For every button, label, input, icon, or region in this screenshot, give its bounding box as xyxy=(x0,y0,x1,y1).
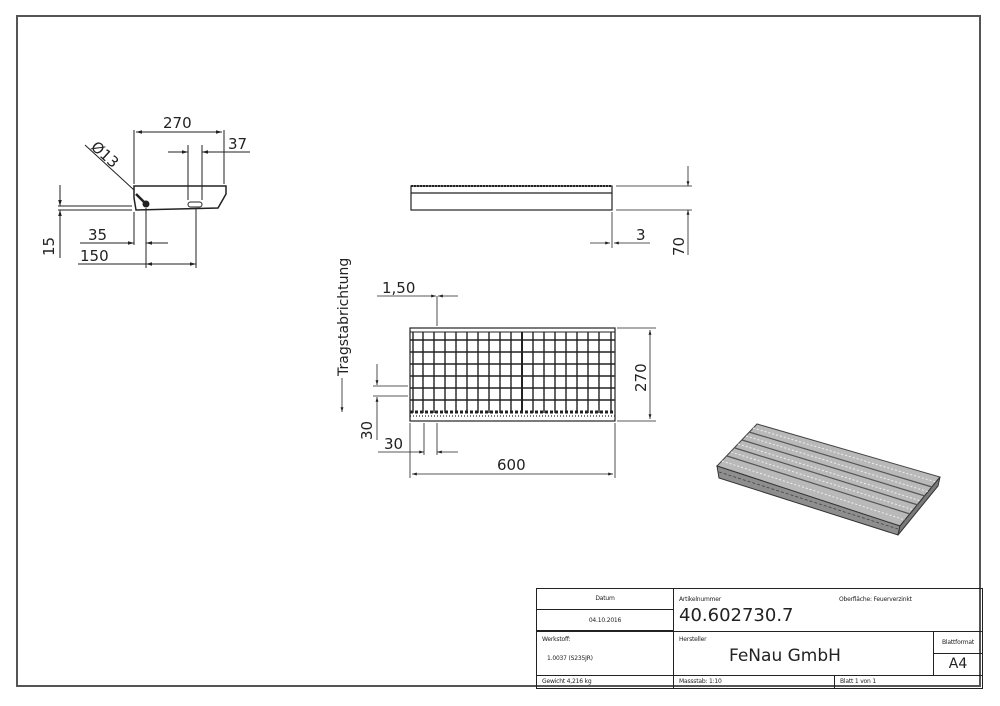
bearing-direction-label: Tragstabrichtung xyxy=(336,258,352,377)
datum-value: 04.10.2016 xyxy=(588,617,622,624)
dim-mesh-pitch-vertical: 30 xyxy=(358,421,376,440)
dim-hole-offset: 35 xyxy=(88,226,107,244)
datum-label-cell: Datum xyxy=(536,588,674,610)
top-view-grating xyxy=(409,327,616,422)
werkstoff-value: 1.0037 (S235JR) xyxy=(547,655,593,662)
gewicht: Gewicht 4,216 kg xyxy=(542,678,592,685)
dim-slot-offset: 150 xyxy=(80,247,109,265)
side-view xyxy=(58,130,250,268)
datum-label: Datum xyxy=(595,595,615,602)
artikelnummer-value: 40.602730.7 xyxy=(679,605,794,626)
gewicht-cell: Gewicht 4,216 kg xyxy=(536,675,674,689)
dim-thickness: 3 xyxy=(636,226,646,244)
dim-depth: 270 xyxy=(632,363,650,392)
top-view-dimensions xyxy=(340,294,656,478)
blattformat-label-cell: Blattformat xyxy=(933,631,983,654)
massstab: Massstab: 1:10 xyxy=(679,678,722,685)
hersteller-label: Hersteller xyxy=(679,636,707,643)
datum-value-cell: 04.10.2016 xyxy=(536,609,674,631)
hersteller-value: FeNau GmbH xyxy=(729,646,841,666)
artikel-cell: Artikelnummer 40.602730.7 Oberfläche: Fe… xyxy=(673,588,983,632)
blatt: Blatt 1 von 1 xyxy=(840,678,876,685)
werkstoff-label: Werkstoff: xyxy=(542,636,571,643)
massstab-cell: Massstab: 1:10 xyxy=(673,675,835,689)
dim-mesh-pitch-horizontal: 30 xyxy=(384,435,403,453)
blattformat-value-cell: A4 xyxy=(933,653,983,676)
dim-hole-diameter: Ø13 xyxy=(87,138,122,172)
dim-side-width: 270 xyxy=(163,114,192,132)
dim-length: 600 xyxy=(497,456,526,474)
blatt-cell: Blatt 1 von 1 xyxy=(834,675,983,689)
dim-bar-thickness: 1,50 xyxy=(382,279,415,297)
front-view xyxy=(410,166,692,255)
drawing-frame xyxy=(16,15,981,687)
hersteller-cell: Hersteller FeNau GmbH xyxy=(673,631,934,676)
dim-step-height: 70 xyxy=(670,237,688,256)
dim-side-height: 15 xyxy=(40,237,58,256)
isometric-view xyxy=(716,423,941,536)
surface-finish: Oberfläche: Feuerverzinkt xyxy=(839,596,912,603)
dim-slot: 37 xyxy=(228,135,247,153)
blattformat-label: Blattformat xyxy=(942,639,974,646)
blattformat-value: A4 xyxy=(948,656,968,672)
werkstoff-cell: Werkstoff: 1.0037 (S235JR) xyxy=(536,631,674,676)
artikelnummer-label: Artikelnummer xyxy=(679,596,722,603)
